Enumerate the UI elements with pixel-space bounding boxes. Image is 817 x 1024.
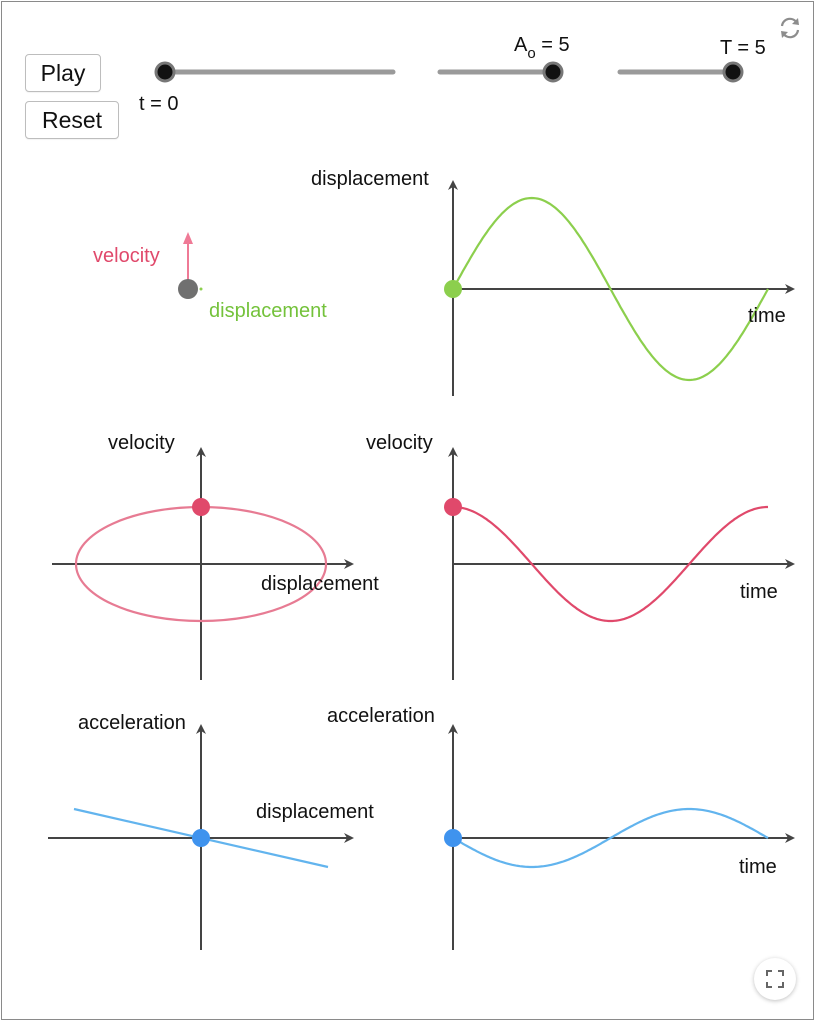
motion-displacement-label: displacement xyxy=(209,300,327,322)
acc-time-ylabel: acceleration xyxy=(327,705,435,727)
slider-amplitude-handle[interactable] xyxy=(542,61,564,83)
slider-period-label: T = 5 xyxy=(720,37,766,59)
acc-disp-ylabel: acceleration xyxy=(78,712,186,734)
vel-disp-xlabel: displacement xyxy=(261,573,379,595)
slider-period-handle[interactable] xyxy=(722,61,744,83)
slider-t[interactable]: t = 0 xyxy=(139,61,396,115)
fullscreen-icon[interactable] xyxy=(754,958,796,1000)
acc-disp-graph: acceleration displacement xyxy=(48,712,374,950)
slider-amplitude-label: Ao = 5 xyxy=(514,34,570,62)
acc-disp-point xyxy=(192,829,210,847)
vel-time-xlabel: time xyxy=(740,581,778,603)
vel-time-point xyxy=(444,498,462,516)
vel-time-ylabel: velocity xyxy=(366,432,433,454)
vel-time-graph: velocity time xyxy=(366,432,795,680)
vel-disp-ylabel: velocity xyxy=(108,432,175,454)
acc-time-graph: acceleration time xyxy=(327,705,795,950)
play-button[interactable]: Play xyxy=(25,54,101,92)
disp-time-curve xyxy=(452,196,769,382)
displacement-marker xyxy=(199,287,203,291)
velocity-vector-head xyxy=(183,232,193,244)
vel-disp-point xyxy=(192,498,210,516)
disp-time-graph: displacement time xyxy=(311,168,795,396)
vel-time-curve xyxy=(453,505,768,623)
motion-velocity-label: velocity xyxy=(93,245,160,267)
slider-amplitude[interactable]: Ao = 5 xyxy=(437,34,570,83)
motion-indicator: velocity displacement xyxy=(93,232,327,322)
reset-button[interactable]: Reset xyxy=(25,101,119,139)
disp-time-ylabel: displacement xyxy=(311,168,429,190)
refresh-icon[interactable] xyxy=(776,14,804,42)
acc-disp-xlabel: displacement xyxy=(256,801,374,823)
vel-disp-graph: velocity displacement xyxy=(52,432,379,680)
slider-t-label: t = 0 xyxy=(139,93,178,115)
acc-time-curve xyxy=(452,807,769,869)
acc-time-xlabel: time xyxy=(739,856,777,878)
oscillator-mass xyxy=(178,279,198,299)
acc-time-point xyxy=(444,829,462,847)
disp-time-point xyxy=(444,280,462,298)
slider-t-handle[interactable] xyxy=(154,61,176,83)
disp-time-xlabel: time xyxy=(748,305,786,327)
slider-period[interactable]: T = 5 xyxy=(617,37,766,83)
